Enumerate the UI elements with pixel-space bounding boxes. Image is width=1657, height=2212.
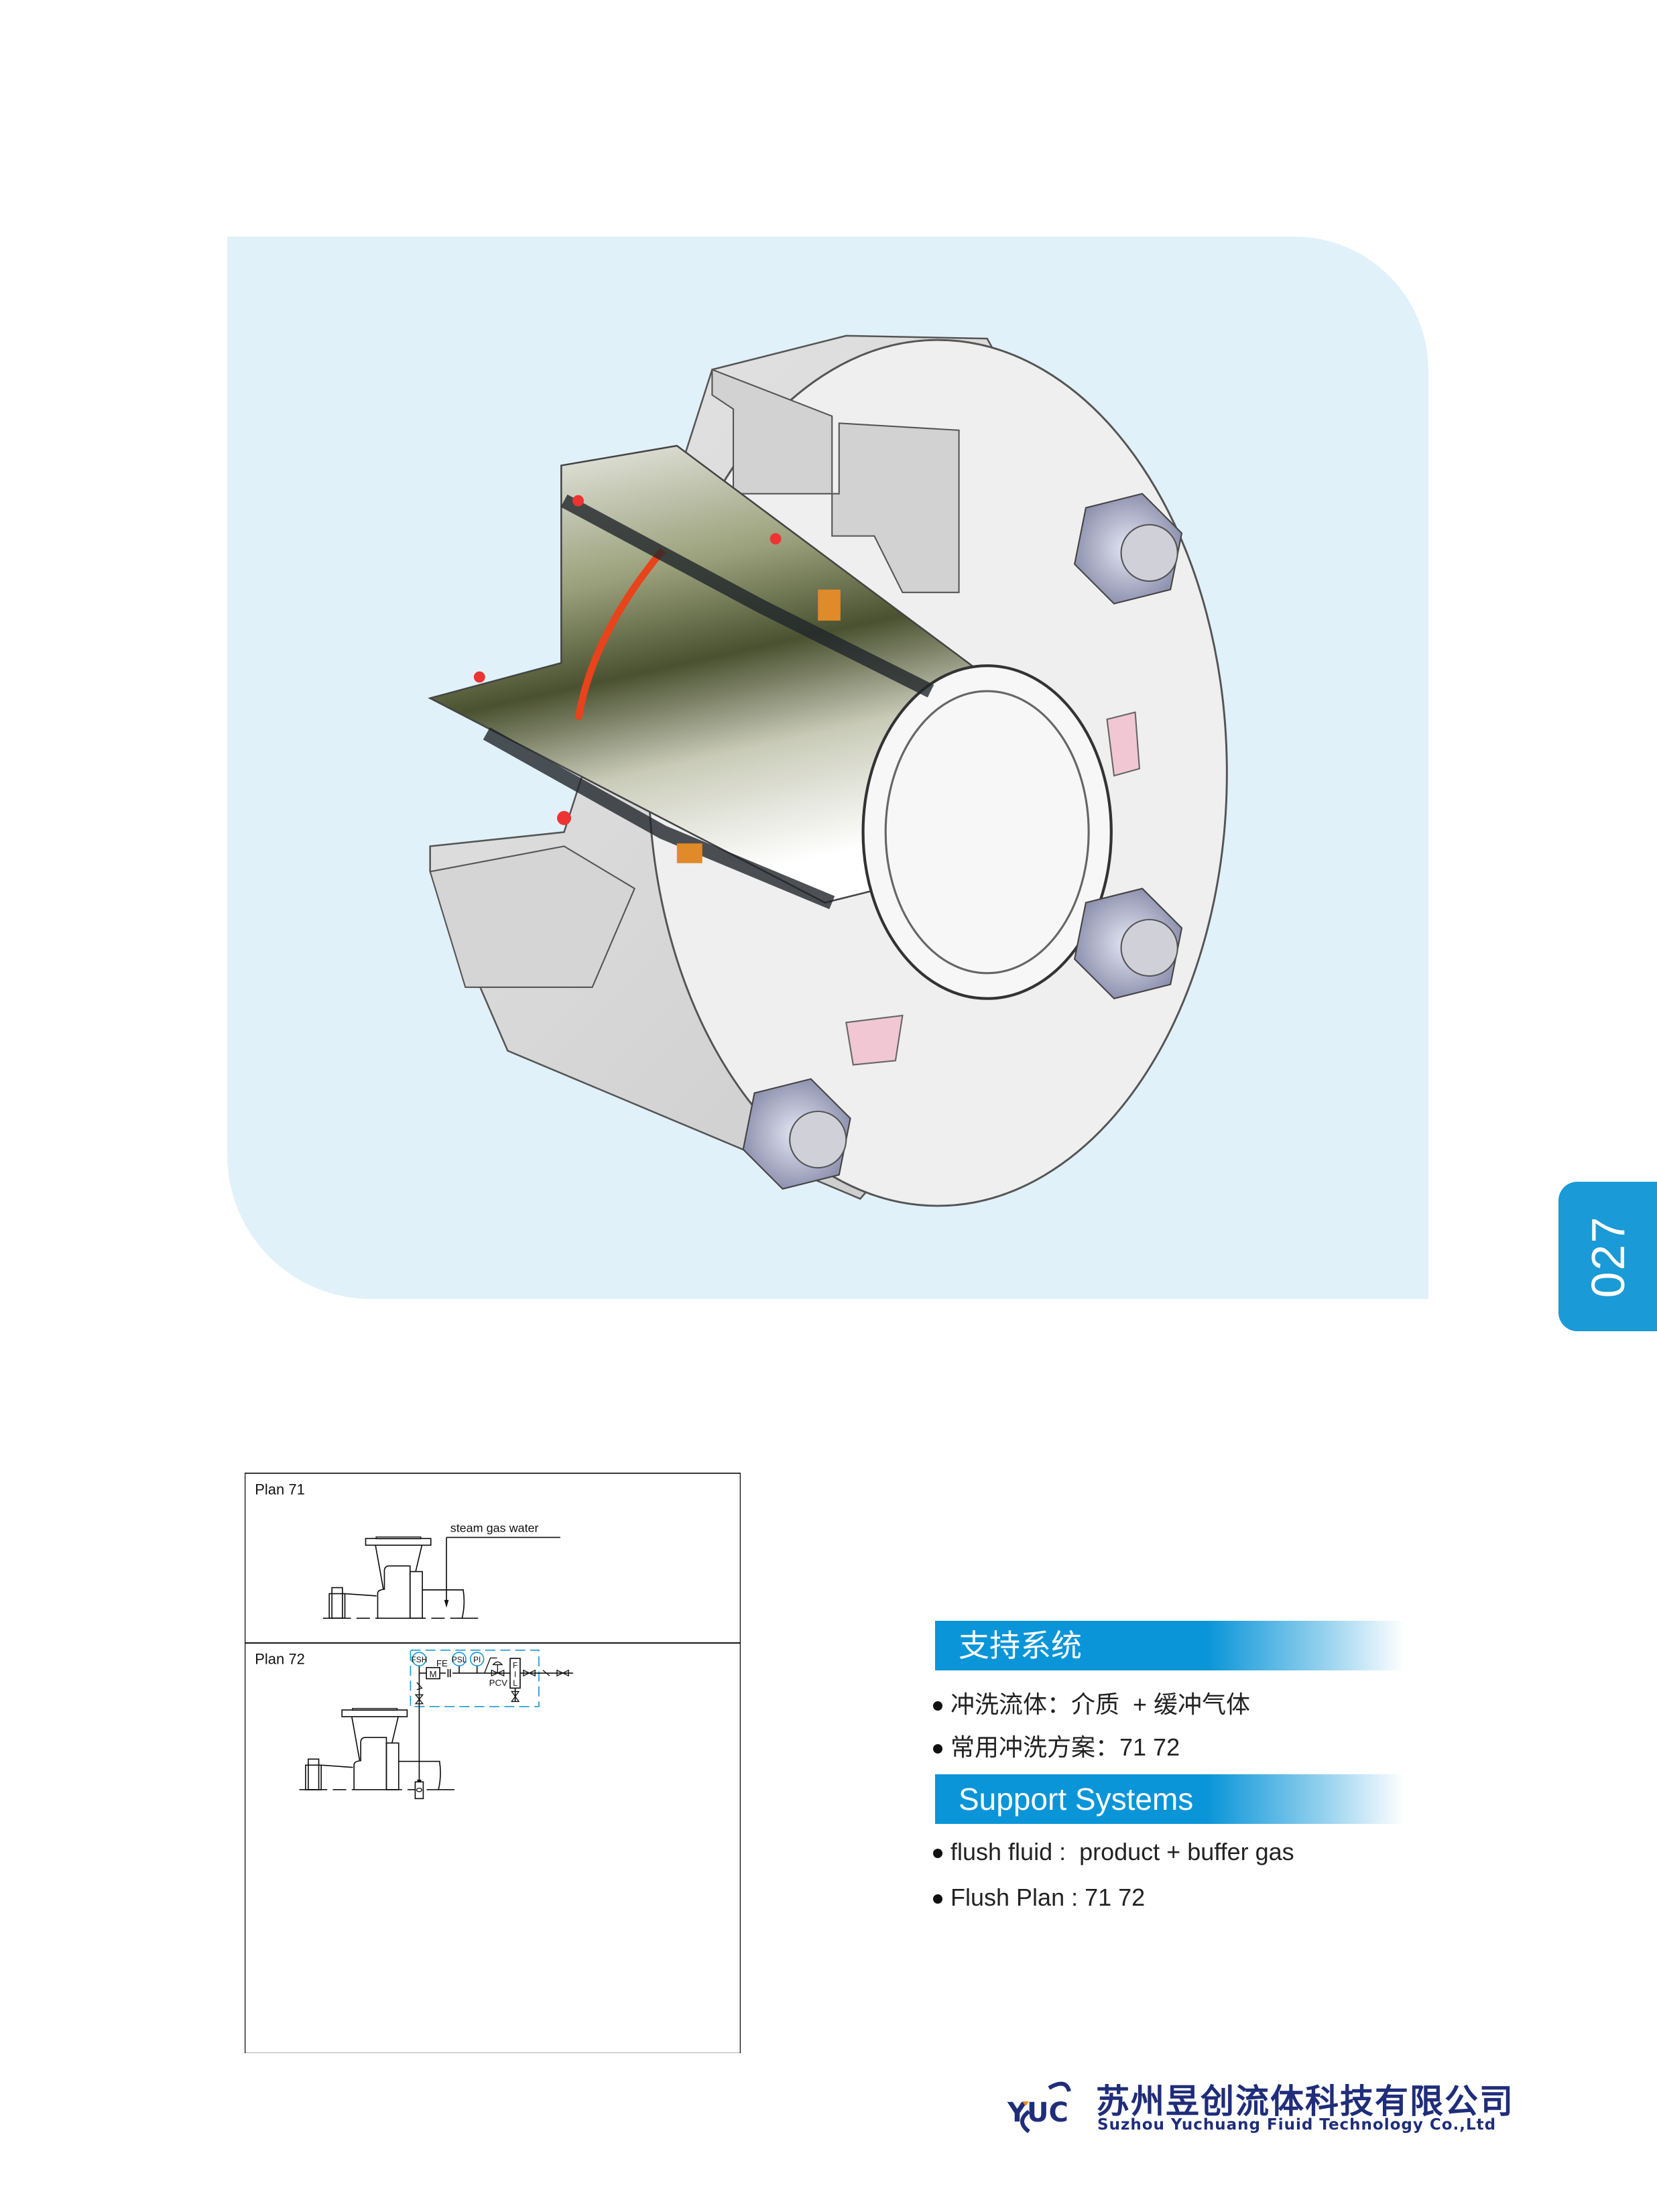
page-number: 027 (1581, 1215, 1634, 1298)
psl-label: PSL (452, 1655, 467, 1664)
flush-plan-diagrams: Plan 71 steam gas water Plan 72 FSH FE P… (245, 1473, 741, 2053)
arrow-icon (444, 1599, 449, 1608)
seal-sleeve (428, 444, 1113, 1000)
fe-label: FE (436, 1658, 448, 1668)
support-cn-heading: 支持系统 (935, 1621, 1404, 1670)
fil-l-label: L (513, 1678, 517, 1688)
plan-72-title: Plan 72 (255, 1650, 305, 1667)
fil-f-label: F (513, 1660, 517, 1670)
plans-frame (245, 1473, 741, 2053)
company-name-en: Suzhou Yuchuang Fiuid Technology Co.,Ltd (1097, 2116, 1497, 2134)
buffer-gas-panel (410, 1649, 540, 1707)
fsh-label: FSH (411, 1655, 427, 1664)
page-number-tab: 027 (1558, 1182, 1657, 1331)
fil-i-label: I (514, 1670, 516, 1679)
support-cn-item: 常用冲洗方案：71 72 (933, 1728, 1180, 1763)
support-cn-item: 冲洗流体：介质 + 缓冲气体 (933, 1685, 1250, 1720)
company-name-cn: 苏州昱创流体科技有限公司 (1096, 2081, 1514, 2121)
support-en-heading: Support Systems (935, 1774, 1404, 1824)
pcv-label: PCV (489, 1678, 507, 1688)
support-en-item: flush fluid : product + buffer gas (933, 1838, 1294, 1866)
plan-71-title: Plan 71 (255, 1481, 305, 1498)
seal-bolts (742, 493, 1183, 1190)
pi-label: PI (473, 1655, 481, 1664)
plan-72: Plan 72 FSH FE PSL PI M PCV F I L (255, 1649, 573, 1800)
company-logo: YUC 苏州昱创流体科技有限公司 Suzhou Yuchuang Fiuid T… (1002, 2075, 1513, 2142)
plan-71: Plan 71 steam gas water (255, 1481, 560, 1619)
yuc-logo-icon: YUC (1007, 2081, 1071, 2134)
plan-71-annotation: steam gas water (450, 1521, 539, 1534)
m-label: M (430, 1669, 437, 1679)
svg-text:YUC: YUC (1007, 2097, 1068, 2128)
support-en-item: Flush Plan : 71 72 (933, 1884, 1145, 1912)
